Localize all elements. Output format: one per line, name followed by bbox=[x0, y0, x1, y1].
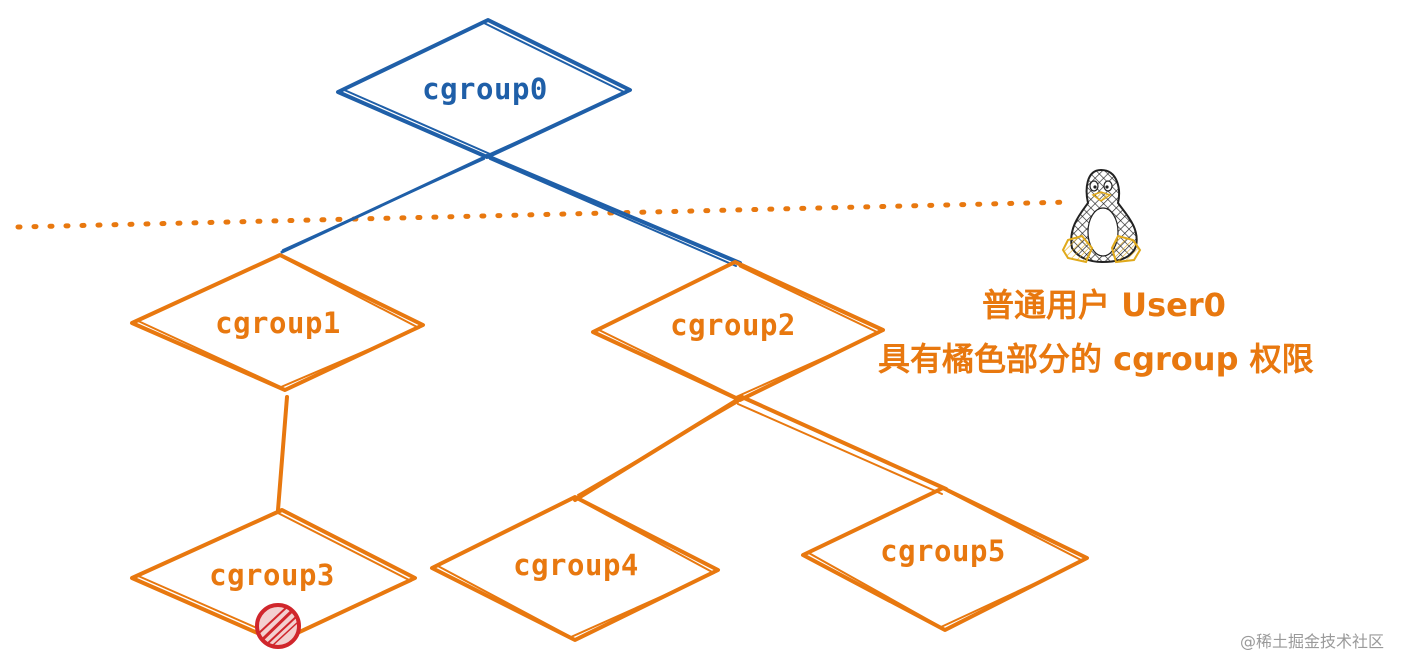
node-label-cgroup1: cgroup1 bbox=[215, 306, 341, 340]
edge-cgroup0-cgroup2 bbox=[485, 154, 742, 267]
permission-boundary-line bbox=[15, 199, 1075, 230]
edge-cgroup2-cgroup5 bbox=[737, 395, 948, 495]
node-cgroup0: cgroup0 bbox=[336, 18, 632, 159]
node-cgroup5: cgroup5 bbox=[801, 486, 1089, 632]
linux-penguin-icon bbox=[1061, 168, 1142, 264]
node-label-cgroup5: cgroup5 bbox=[880, 534, 1006, 568]
node-cgroup4: cgroup4 bbox=[430, 495, 720, 642]
user-caption-line2: 具有橘色部分的 cgroup 权限 bbox=[878, 340, 1314, 378]
prohibited-icon bbox=[255, 603, 301, 649]
user-caption-line1: 普通用户 User0 bbox=[982, 286, 1226, 324]
node-label-cgroup2: cgroup2 bbox=[670, 308, 796, 342]
node-label-cgroup4: cgroup4 bbox=[513, 548, 639, 582]
edge-cgroup1-cgroup3 bbox=[276, 395, 289, 512]
edge-cgroup0-cgroup1 bbox=[280, 154, 489, 254]
node-label-cgroup3: cgroup3 bbox=[209, 558, 335, 592]
node-cgroup1: cgroup1 bbox=[130, 253, 425, 392]
watermark: @稀土掘金技术社区 bbox=[1240, 632, 1385, 651]
edge-cgroup2-cgroup4 bbox=[573, 395, 744, 502]
node-label-cgroup0: cgroup0 bbox=[422, 72, 548, 106]
node-cgroup2: cgroup2 bbox=[591, 260, 885, 402]
